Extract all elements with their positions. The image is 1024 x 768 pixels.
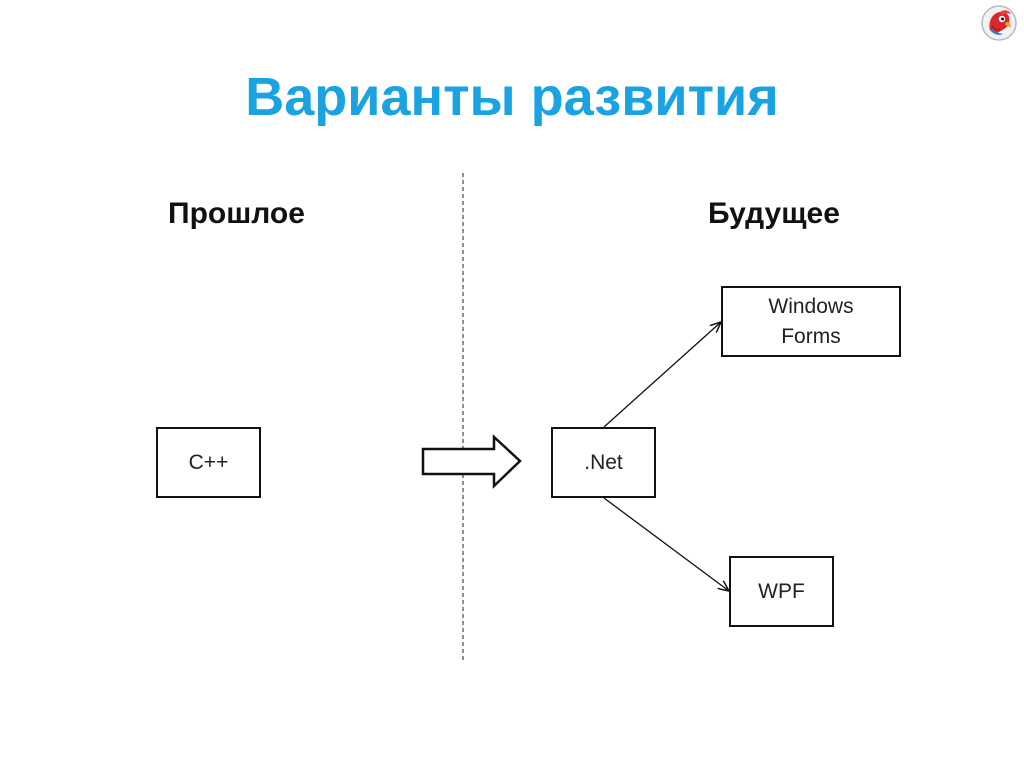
node-cpp: C++ bbox=[156, 427, 261, 498]
past-heading: Прошлое bbox=[168, 197, 305, 230]
node-windows-forms-label-line2: Forms bbox=[781, 324, 841, 348]
connector-net-to-winforms bbox=[603, 322, 721, 428]
node-wpf-label: WPF bbox=[758, 579, 805, 603]
connector-net-to-wpf bbox=[603, 497, 729, 591]
node-windows-forms: Windows Forms bbox=[721, 286, 901, 357]
node-dotnet-label: .Net bbox=[584, 450, 623, 474]
node-cpp-label: C++ bbox=[188, 450, 229, 474]
future-heading: Будущее bbox=[708, 197, 840, 230]
node-wpf: WPF bbox=[729, 556, 834, 627]
node-dotnet: .Net bbox=[551, 427, 656, 498]
node-windows-forms-label-line1: Windows bbox=[768, 294, 854, 318]
slide-title: Варианты развития bbox=[245, 67, 779, 127]
parrot-logo-icon bbox=[981, 5, 1017, 41]
transition-block-arrow bbox=[421, 434, 522, 489]
